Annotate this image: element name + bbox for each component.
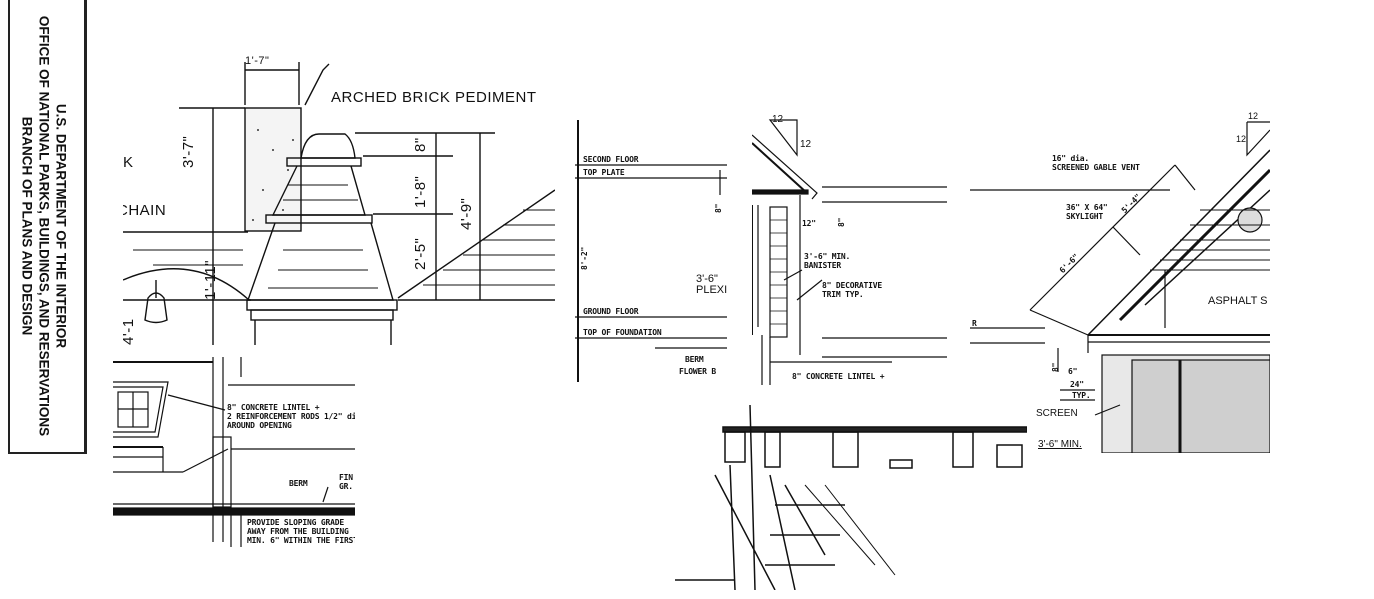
- label-berm: BERM: [685, 355, 704, 364]
- note-lintel: 8" CONCRETE LINTEL +: [792, 372, 885, 381]
- label-grade: GR.: [339, 482, 353, 491]
- label-plexi: PLEXI: [696, 284, 727, 296]
- label-top-plate: TOP PLATE: [583, 168, 625, 177]
- dim-min: 3'-6" MIN.: [1038, 439, 1082, 450]
- grade-note-1: PROVIDE SLOPING GRADE: [247, 518, 344, 527]
- title-line-1: U.S. DEPARTMENT OF THE INTERIOR: [53, 103, 69, 349]
- vent-label: SCREENED GABLE VENT: [1052, 163, 1140, 172]
- dim-height: 8'-2": [580, 246, 589, 270]
- title-line-2: OFFICE OF NATIONAL PARKS, BUILDINGS, AND…: [36, 15, 52, 437]
- pitch-rise: 12: [800, 139, 812, 150]
- dim-width: 1'-7": [245, 55, 270, 67]
- floor-linework: [575, 120, 727, 382]
- title-block-border: [8, 0, 87, 454]
- label-ground-floor: GROUND FLOOR: [583, 307, 639, 316]
- note-trim-2: TRIM TYP.: [822, 290, 864, 299]
- note-banister-2: BANISTER: [804, 261, 841, 270]
- note-lintel-2: 2 REINFORCEMENT RODS 1/2" dia: [227, 412, 355, 421]
- label-top-of-foundation: TOP OF FOUNDATION: [583, 328, 662, 337]
- title-block: U.S. DEPARTMENT OF THE INTERIOR OFFICE O…: [0, 0, 88, 454]
- sketch-linework: [675, 404, 1027, 590]
- dim-overhang: 12": [802, 219, 816, 228]
- dim-24: 24": [1070, 380, 1084, 389]
- dim-total: 4'-9": [458, 197, 475, 230]
- dim-arch: 1'-11": [202, 259, 219, 300]
- label-fin: FIN: [339, 473, 353, 482]
- berm-linework: [113, 357, 355, 547]
- dim-lower: 2'-5": [412, 237, 429, 270]
- banister-linework: [752, 119, 947, 387]
- note-trim-1: 8" DECORATIVE: [822, 281, 883, 290]
- label-k: K: [123, 154, 134, 171]
- label-second-floor: SECOND FLOOR: [583, 155, 639, 164]
- dim-small: 8": [837, 217, 846, 227]
- grade-note-2: AWAY FROM THE BUILDING: [247, 527, 349, 536]
- note-lintel-1: 8" CONCRETE LINTEL +: [227, 403, 320, 412]
- note-lintel-3: AROUND OPENING: [227, 421, 292, 430]
- dim-mid: 1'-8": [412, 175, 429, 208]
- dim-bell: 4'-1: [123, 318, 137, 345]
- berm-section: 8" CONCRETE LINTEL + 2 REINFORCEMENT ROD…: [113, 352, 355, 550]
- roof-linework: [970, 121, 1270, 453]
- dim-6: 6": [1068, 367, 1078, 376]
- label-asphalt: ASPHALT S: [1208, 295, 1268, 307]
- title-block-text: U.S. DEPARTMENT OF THE INTERIOR OFFICE O…: [19, 6, 70, 446]
- pitch-run: 12: [1248, 111, 1259, 121]
- label-typ: TYP.: [1072, 391, 1091, 400]
- skylight-label: SKYLIGHT: [1066, 212, 1103, 221]
- pitch-rise: 12: [1236, 134, 1247, 144]
- dim-small: 8": [714, 203, 723, 213]
- label-berm: BERM: [289, 479, 308, 488]
- dim-fascia: 8": [1051, 362, 1060, 372]
- banister-section: 12 12 12" 8" 3'-6" MIN. BANISTER 8" DECO…: [752, 115, 947, 387]
- dim-left-height: 3'-7": [180, 135, 197, 168]
- label-screen: SCREEN: [1036, 408, 1078, 419]
- title-line-3: BRANCH OF PLANS AND DESIGN: [19, 116, 35, 336]
- dim-rail: 3'-6": [696, 273, 718, 285]
- pediment-linework: [123, 62, 555, 345]
- pitch-run: 12: [772, 115, 784, 125]
- label-chain: CHAIN: [123, 202, 167, 219]
- label-flower: FLOWER B: [679, 367, 716, 376]
- label-cut: R: [972, 319, 977, 328]
- grade-note-3: MIN. 6" WITHIN THE FIRST 1: [247, 536, 355, 545]
- vent-size: 16" dia.: [1052, 154, 1089, 163]
- sketch-fragment: [675, 385, 1027, 590]
- skylight-size: 36" X 64": [1066, 203, 1108, 212]
- note-banister-1: 3'-6" MIN.: [804, 252, 851, 261]
- callout-arched-brick-pediment: ARCHED BRICK PEDIMENT: [331, 89, 537, 106]
- dim-top: 8": [412, 137, 429, 152]
- pediment-drawing: 1'-7" ARCHED BRICK PEDIMENT K CHAIN 3'-7…: [123, 50, 555, 345]
- floor-section: SECOND FLOOR TOP PLATE GROUND FLOOR TOP …: [575, 120, 727, 382]
